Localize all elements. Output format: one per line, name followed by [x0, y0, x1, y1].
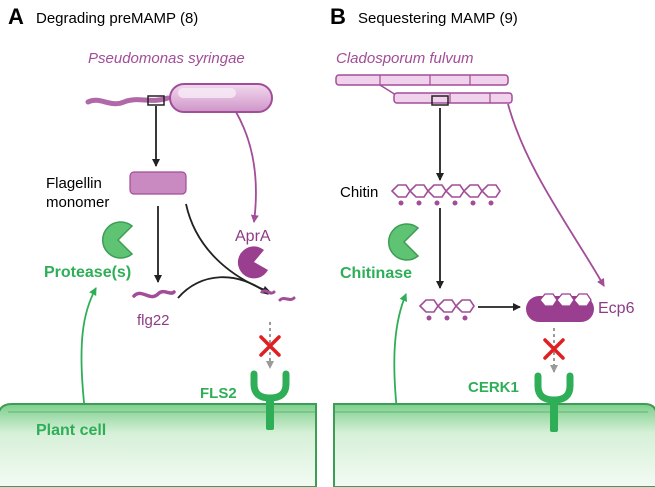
panel-a-letter: A — [8, 4, 24, 29]
cladosporum-hyphae-icon — [335, 74, 513, 106]
cladosporum-label: Cladosporum fulvum — [336, 50, 474, 67]
panel-a-title: Degrading preMAMP (8) — [36, 10, 198, 27]
flagellin-label-2: monomer — [46, 194, 109, 211]
apra-label: AprA — [235, 228, 271, 245]
signal-arrow-b — [393, 293, 408, 421]
fragment-icon-2 — [278, 296, 296, 302]
ecp6-complex-icon — [526, 293, 594, 322]
fls2-label: FLS2 — [200, 385, 237, 402]
pseudomonas-label: Pseudomonas syringae — [88, 50, 245, 67]
block-x-icon-b — [543, 338, 565, 360]
cerk1-receptor-icon — [534, 372, 574, 432]
ecp6-label: Ecp6 — [598, 300, 635, 317]
arrow-to-apra — [235, 111, 259, 223]
plant-cell-b — [333, 403, 655, 487]
chitin-label: Chitin — [340, 184, 378, 201]
flg22-peptide-icon — [132, 289, 176, 299]
panel-b: B Sequestering MAMP (9) Cladosporum fulv… — [330, 4, 655, 487]
chitinase-label: Chitinase — [340, 265, 412, 282]
chitin-chain-icon — [390, 184, 501, 206]
block-x-icon-a — [259, 335, 281, 357]
pseudomonas-bacterium-icon — [85, 83, 273, 113]
arrow-to-ecp6 — [507, 103, 605, 287]
fragment-icon-1 — [260, 289, 276, 295]
protease-label: Protease(s) — [44, 264, 131, 281]
plant-cell-a — [0, 403, 317, 487]
fls2-receptor-icon — [250, 370, 290, 430]
apra-icon — [237, 246, 268, 279]
plant-cell-label: Plant cell — [36, 422, 106, 439]
panel-b-letter: B — [330, 4, 346, 29]
chitin-oligomer-icon — [418, 299, 475, 321]
arrow-flg22-to-degraded — [177, 276, 269, 299]
panel-a: A Degrading preMAMP (8) Pseudomonas syri… — [0, 4, 317, 487]
flg22-label: flg22 — [137, 312, 170, 329]
signal-arrow-a — [80, 287, 97, 421]
protease-icon — [102, 221, 134, 259]
panel-b-title: Sequestering MAMP (9) — [358, 10, 518, 27]
flagellin-label-1: Flagellin — [46, 175, 102, 192]
cerk1-label: CERK1 — [468, 379, 519, 396]
chitinase-icon — [388, 223, 420, 261]
flagellin-monomer-icon — [129, 171, 187, 195]
